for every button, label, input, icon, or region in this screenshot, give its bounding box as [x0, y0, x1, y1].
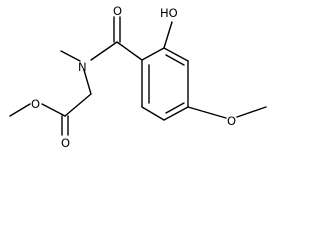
atom-labels: O HO N O O O: [31, 4, 236, 150]
bond-ome-methyl: [236, 106, 267, 118]
ester-carbonyl-oxygen-label: O: [61, 136, 70, 150]
bond-ester-methyl: [9, 103, 31, 117]
ring-inner-3: [165, 102, 185, 114]
bond-n-methyl: [60, 50, 81, 62]
ring-bond-1: [141, 47, 165, 61]
carbonyl-oxygen-label: O: [113, 4, 122, 18]
amide-nitrogen-label: N: [78, 60, 87, 74]
bond-co-ring: [116, 41, 143, 61]
ring-bond-2: [163, 47, 189, 62]
bonds: [9, 16, 267, 136]
ring-methoxy-oxygen-label: O: [227, 114, 236, 128]
ring-bond-4: [163, 106, 189, 121]
bond-co-n: [90, 41, 118, 61]
bond-ring-oh: [163, 21, 173, 49]
ring-bond-5: [141, 106, 165, 121]
ring-inner-2: [165, 54, 185, 66]
bond-ch2-ester: [64, 93, 92, 117]
bond-n-ch2: [83, 69, 92, 95]
bond-ring-ome: [187, 106, 227, 119]
structure-diagram: O HO N O O O: [9, 4, 267, 150]
bond-ester-o: [41, 103, 66, 117]
hydroxyl-label: HO: [160, 6, 178, 20]
ester-oxygen-label: O: [31, 97, 40, 111]
